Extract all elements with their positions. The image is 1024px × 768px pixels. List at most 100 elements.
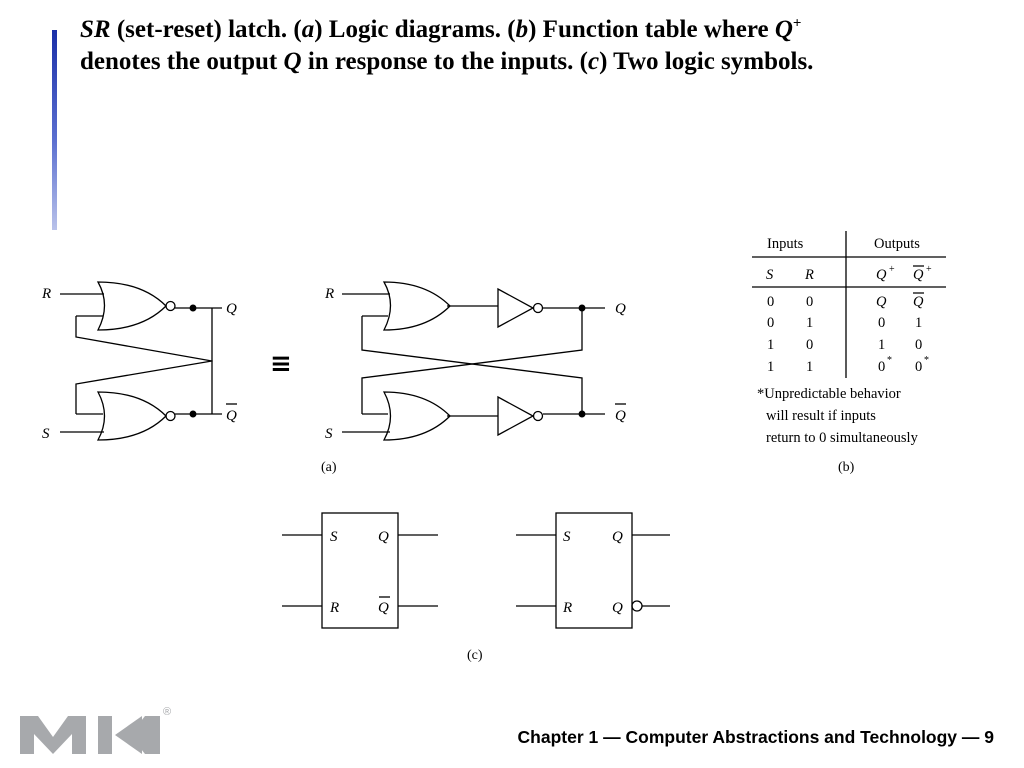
table-rules xyxy=(752,231,946,378)
label-q: Q xyxy=(615,301,626,317)
logo-k-wedge xyxy=(115,716,142,754)
inverter-top xyxy=(497,287,535,329)
pin-q: Q xyxy=(378,529,389,545)
svg-text:0: 0 xyxy=(878,359,885,375)
plus-mark: + xyxy=(926,264,932,275)
overbar xyxy=(913,265,924,294)
svg-text:0: 0 xyxy=(806,294,813,310)
junction-dot xyxy=(189,410,197,418)
function-table: Inputs Outputs S R Q Q + + 0 0 Q Q 0 1 0… xyxy=(752,231,946,475)
logic-symbol-2: S R Q Q xyxy=(516,512,670,629)
svg-text:Q: Q xyxy=(876,294,887,310)
label-s: S xyxy=(42,426,50,442)
output-wires xyxy=(543,307,605,415)
pin-qbar: Q xyxy=(378,600,389,616)
svg-text:0: 0 xyxy=(806,337,813,353)
footer-chapter-label: Chapter 1 — Computer Abstractions and Te… xyxy=(517,727,994,747)
feedback-wire-q xyxy=(75,315,213,414)
symbol-wires xyxy=(516,534,670,607)
col-s: S xyxy=(766,267,774,283)
pin-r: R xyxy=(329,600,339,616)
symbol-box xyxy=(321,512,399,629)
label-qbar: Q xyxy=(615,408,626,424)
output-wires xyxy=(175,307,222,415)
table-row: 1 1 0 * 0 * xyxy=(767,355,929,375)
title-accent-bar xyxy=(52,30,57,230)
nor-latch-diagram: R S Q Q xyxy=(41,281,237,442)
svg-text:0: 0 xyxy=(915,359,922,375)
footnote-line-2: will result if inputs xyxy=(766,408,876,424)
logo-k-stem xyxy=(98,716,112,754)
svg-text:0: 0 xyxy=(915,337,922,353)
svg-text:1: 1 xyxy=(915,315,922,331)
footnote-line-3: return to 0 simultaneously xyxy=(766,430,919,446)
asterisk: * xyxy=(887,355,892,366)
equivalence-sign: ≡ xyxy=(270,349,292,379)
label-qbar: Q xyxy=(226,408,237,424)
input-wires xyxy=(60,293,104,433)
col-r: R xyxy=(804,267,814,283)
feedback-wire-q xyxy=(361,315,583,414)
svg-text:1: 1 xyxy=(878,337,885,353)
header-outputs: Outputs xyxy=(874,236,920,252)
svg-text:0: 0 xyxy=(767,294,774,310)
nor-gate-bottom xyxy=(96,391,167,441)
label-r: R xyxy=(41,286,51,302)
logo-m-shape xyxy=(20,716,86,754)
plus-mark: + xyxy=(889,264,895,275)
label-s: S xyxy=(325,426,333,442)
asterisk: * xyxy=(924,355,929,366)
gate-link-wires xyxy=(447,305,498,417)
caption-c: (c) xyxy=(467,648,483,663)
symbol-box xyxy=(555,512,633,629)
feedback-wire-qbar xyxy=(75,308,213,415)
pin-q: Q xyxy=(612,529,623,545)
pin-q-inverted: Q xyxy=(612,600,623,616)
col-qbarplus: Q xyxy=(913,267,924,283)
svg-text:1: 1 xyxy=(767,359,774,375)
feedback-wire-qbar xyxy=(361,308,583,415)
junction-dot xyxy=(578,410,586,418)
inverter-bubble-bottom xyxy=(532,410,544,422)
or-not-latch-diagram: R S Q Q xyxy=(324,281,626,442)
pin-r: R xyxy=(562,600,572,616)
caption-b: (b) xyxy=(838,460,855,475)
caption-a: (a) xyxy=(321,460,337,475)
table-row: 1 0 1 0 xyxy=(767,337,922,353)
label-r: R xyxy=(324,286,334,302)
header-inputs: Inputs xyxy=(767,236,804,252)
pin-s: S xyxy=(563,529,571,545)
title-line-2: denotes the output Q in response to the … xyxy=(80,48,814,75)
junction-dot xyxy=(189,304,197,312)
symbol-wires xyxy=(282,534,438,607)
svg-text:Q: Q xyxy=(913,294,924,310)
mk-logo: ® xyxy=(20,706,171,754)
label-q: Q xyxy=(226,301,237,317)
col-qplus: Q xyxy=(876,267,887,283)
table-row: 0 1 0 1 xyxy=(767,315,922,331)
inverter-bottom xyxy=(497,395,535,437)
sr-latch-figure: R S Q Q ≡ R S Q Q (a) Inpu xyxy=(41,231,946,663)
nor-bubble-bottom xyxy=(165,410,176,422)
inverter-bubble-top xyxy=(532,302,544,314)
logo-k-block xyxy=(130,716,160,754)
registered-mark: ® xyxy=(163,706,171,718)
input-wires xyxy=(342,293,390,433)
or-gate-top xyxy=(382,281,451,331)
nor-bubble-top xyxy=(165,300,176,312)
pin-s: S xyxy=(330,529,338,545)
junction-dot xyxy=(578,304,586,312)
table-row: 0 0 Q Q xyxy=(767,294,924,310)
svg-text:0: 0 xyxy=(878,315,885,331)
logic-symbol-1: S R Q Q xyxy=(282,512,438,629)
footnote-line-1: *Unpredictable behavior xyxy=(757,386,901,402)
svg-text:1: 1 xyxy=(767,337,774,353)
slide-title: SR (set-reset) latch. (a) Logic diagrams… xyxy=(80,14,960,78)
title-line-1: SR (set-reset) latch. (a) Logic diagrams… xyxy=(80,15,802,43)
svg-text:1: 1 xyxy=(806,359,813,375)
output-bubble xyxy=(631,600,643,612)
svg-text:1: 1 xyxy=(806,315,813,331)
nor-gate-top xyxy=(96,281,167,331)
or-gate-bottom xyxy=(382,391,451,441)
svg-text:0: 0 xyxy=(767,315,774,331)
